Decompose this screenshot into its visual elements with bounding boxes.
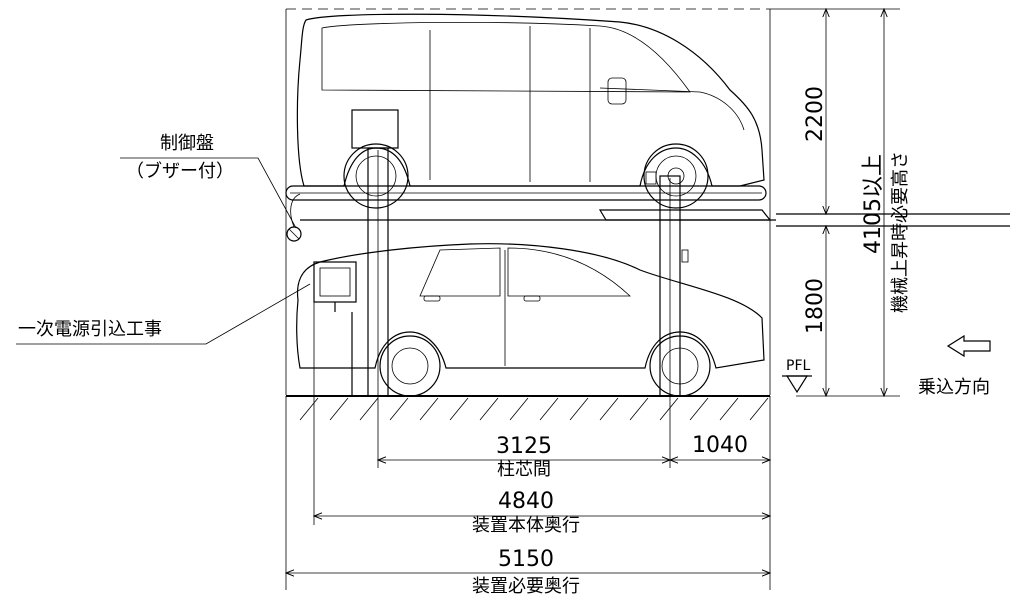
control-panel-label: 制御盤 bbox=[160, 133, 214, 154]
ground-line bbox=[286, 395, 770, 421]
lower-car bbox=[296, 243, 765, 397]
front-overhang-value: 1040 bbox=[692, 433, 748, 458]
control-panel-callout: 制御盤 （ブザー付） bbox=[120, 133, 297, 229]
entry-direction-arrow: 乗込方向 bbox=[918, 334, 991, 398]
total-height-value: 4105以上 bbox=[861, 154, 886, 254]
power-work-label: 一次電源引込工事 bbox=[18, 319, 162, 340]
envelope-outline bbox=[285, 8, 771, 395]
buzzer-label: （ブザー付） bbox=[126, 160, 234, 182]
pillars bbox=[351, 109, 689, 397]
lower-height-value: 1800 bbox=[803, 278, 828, 334]
upper-car bbox=[296, 13, 765, 209]
pfl-label: PFL bbox=[786, 358, 810, 374]
required-depth-label: 装置必要奥行 bbox=[472, 576, 580, 597]
power-work-callout: 一次電源引込工事 bbox=[16, 283, 311, 345]
pfl-marker: PFL bbox=[782, 358, 812, 394]
upper-platform bbox=[285, 185, 1010, 227]
control-panel bbox=[286, 193, 357, 395]
pillar-pitch-value: 3125 bbox=[496, 434, 552, 459]
vertical-dimensions: 2200 1800 4105以上 機械上昇時必要高さ bbox=[770, 7, 911, 398]
body-depth-label: 装置本体奥行 bbox=[472, 515, 580, 536]
upper-height-value: 2200 bbox=[803, 86, 828, 142]
body-depth-value: 4840 bbox=[498, 489, 554, 514]
total-height-label: 機械上昇時必要高さ bbox=[890, 151, 911, 313]
pillar-pitch-label: 柱芯間 bbox=[497, 459, 551, 480]
required-depth-value: 5150 bbox=[498, 547, 554, 572]
horizontal-dimensions: 3125 柱芯間 1040 4840 装置本体奥行 5150 装置必要奥行 bbox=[284, 302, 772, 597]
entry-direction-label: 乗込方向 bbox=[918, 377, 990, 398]
